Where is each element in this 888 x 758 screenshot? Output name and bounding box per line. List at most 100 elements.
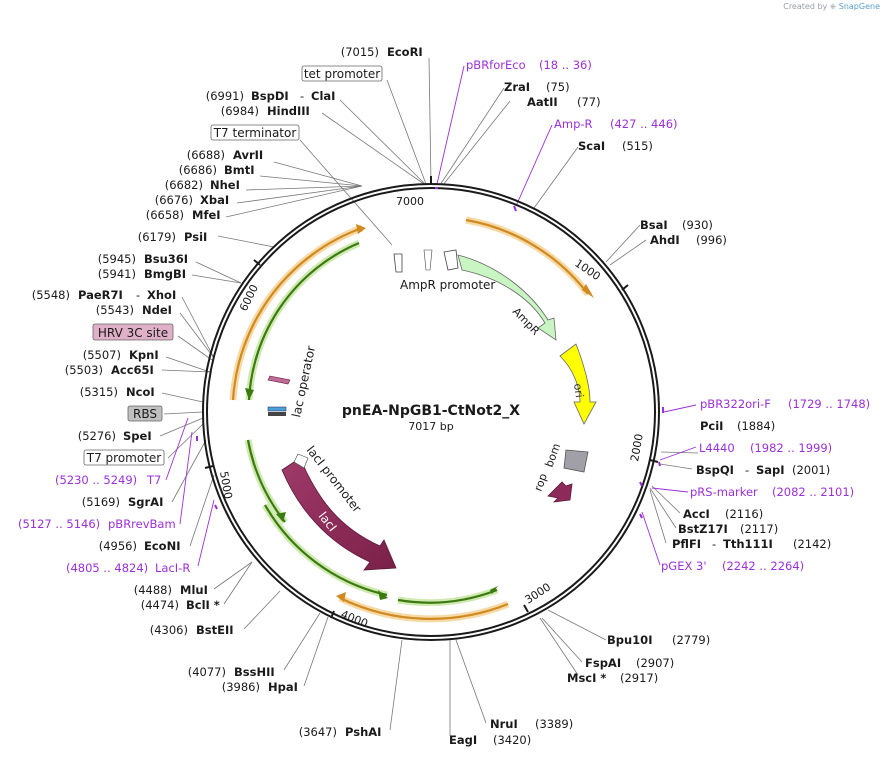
primer-pBRforEco: pBRforEco [466, 58, 526, 72]
site-pos-BstZ17I: (2117) [740, 522, 778, 536]
site-pos-ScaI: (515) [622, 139, 653, 153]
primer-marks [196, 187, 664, 519]
hrv3c-box [92, 323, 174, 341]
primer-pGEX3: pGEX 3' [661, 559, 707, 573]
site-NruI: NruI [490, 717, 518, 731]
site-PshAI: PshAI [345, 725, 381, 739]
site-AatII: AatII [527, 95, 558, 109]
site-SpeI: SpeI [123, 429, 152, 443]
site-pos-Tth111I: (2142) [793, 537, 831, 551]
site-Tth111I: Tth111I [723, 537, 773, 551]
ori-arrow [559, 343, 597, 425]
site-BstZ17I: BstZ17I [678, 522, 728, 536]
site-pos-NheI: (6682) [165, 178, 203, 192]
site-HpaI: HpaI [268, 680, 298, 694]
site-pos-Bsu36I: (5945) [98, 252, 136, 266]
backbone-inner [206, 187, 656, 637]
primer-AmpR: Amp-R [554, 117, 593, 131]
credit-prefix: Created by [783, 2, 828, 11]
site-pos-XbaI: (6676) [155, 193, 193, 207]
promoter-marker [393, 253, 403, 273]
site-MscI: MscI * [567, 671, 606, 685]
site-EcoNI: EcoNI [144, 539, 180, 553]
lac-operator-label: lac operator [289, 345, 318, 419]
site-BmgBI: BmgBI [144, 267, 186, 281]
site-pos-PciI: (1884) [737, 419, 775, 433]
site-KpnI: KpnI [129, 348, 159, 362]
plasmid-length: 7017 bp [408, 420, 453, 433]
tick-label-2000: 2000 [628, 433, 646, 463]
site-pos-PsiI: (6179) [138, 230, 176, 244]
site-pos-BspDI: (6991) [206, 89, 244, 103]
site-pos-KpnI: (5507) [83, 348, 121, 362]
site-PflFI: PflFI [672, 537, 701, 551]
site-PsiI: PsiI [184, 230, 207, 244]
site-Acc65I: Acc65I [111, 363, 154, 377]
lacI-arrow [281, 457, 397, 571]
primer-range-pGEX3: (2242 .. 2264) [722, 559, 804, 573]
site-pos-AatII: (77) [577, 95, 601, 109]
site-SgrAI: SgrAI [128, 495, 163, 509]
site-EcoRI: EcoRI [387, 45, 423, 59]
site-pos-HpaI: (3986) [222, 680, 260, 694]
t7-terminator-label: T7 terminator [213, 126, 297, 140]
lacI-promoter-arrow [293, 453, 309, 469]
site-pos-PshAI: (3647) [299, 725, 337, 739]
site-pos-BmgBI: (5941) [98, 267, 136, 281]
site-Bpu10I: Bpu10I [607, 633, 652, 647]
primer-range-LacIR: (4805 .. 4824) [66, 561, 148, 575]
credit-brand: SnapGene [838, 2, 880, 11]
bom-box [563, 449, 589, 473]
site-separator: - [136, 288, 140, 302]
site-AhdI: AhdI [650, 233, 680, 247]
primer-range-AmpR: (427 .. 446) [610, 117, 678, 131]
site-HindIII: HindIII [267, 104, 310, 118]
site-XbaI: XbaI [200, 193, 229, 207]
primer-range-pRSmarker: (2082 .. 2101) [772, 485, 854, 499]
site-Bsu36I: Bsu36I [144, 252, 188, 266]
site-pos-MscI: (2917) [620, 671, 658, 685]
site-MfeI: MfeI [192, 208, 221, 222]
hrv3c-mark [267, 375, 291, 385]
hrv3c-label: HRV 3C site [98, 326, 168, 340]
site-pos-EagI: (3420) [493, 733, 531, 747]
t7-terminator-box [210, 124, 300, 141]
site-pos-NcoI: (5315) [80, 385, 118, 399]
primer-LacIR: LacI-R [155, 561, 190, 575]
site-PaeR7I: PaeR7I [78, 288, 123, 302]
tet-promoter-label: tet promoter [304, 67, 380, 81]
site-ClaI: ClaI [311, 89, 335, 103]
site-separator: - [745, 463, 749, 477]
site-XhoI: XhoI [147, 288, 176, 302]
site-BstEII: BstEII [196, 623, 234, 637]
plasmid-name: pnEA-NpGB1-CtNot2_X [342, 403, 520, 419]
site-pos-PaeR7I: (5548) [32, 288, 70, 302]
t7-promoter-box [83, 449, 165, 466]
rbs-label: RBS [133, 407, 157, 421]
site-pos-SpeI: (5276) [78, 429, 116, 443]
rbs-mark [267, 406, 287, 412]
ampR-arrow [457, 254, 557, 341]
site-pos-BclI: (4474) [141, 598, 179, 612]
primer-range-pBRrevBam: (5127 .. 5146) [18, 517, 100, 531]
site-BspDI: BspDI [251, 89, 289, 103]
site-pos-AhdI: (996) [696, 233, 727, 247]
primer-pBR322ori: pBR322ori-F [700, 397, 771, 411]
primer-L4440: L4440 [699, 441, 735, 455]
site-pos-Acc65I: (5503) [65, 363, 103, 377]
site-ZraI: ZraI [504, 80, 530, 94]
site-NcoI: NcoI [126, 385, 155, 399]
site-pos-Bpu10I: (2779) [672, 633, 710, 647]
site-BclI: BclI * [186, 598, 220, 612]
primer-range-pBR322ori: (1729 .. 1748) [788, 397, 870, 411]
ori-label: ori [571, 383, 586, 399]
site-pos-HindIII: (6984) [221, 104, 259, 118]
feature-arcs [229, 216, 594, 623]
site-SapI: SapI [756, 463, 785, 477]
t7-promoter-mark [268, 412, 286, 416]
site-pos-NruI: (3389) [535, 717, 573, 731]
t7-promoter-label: T7 promoter [86, 451, 162, 465]
site-pos-EcoNI: (4956) [99, 539, 137, 553]
site-PciI: PciI [700, 419, 723, 433]
